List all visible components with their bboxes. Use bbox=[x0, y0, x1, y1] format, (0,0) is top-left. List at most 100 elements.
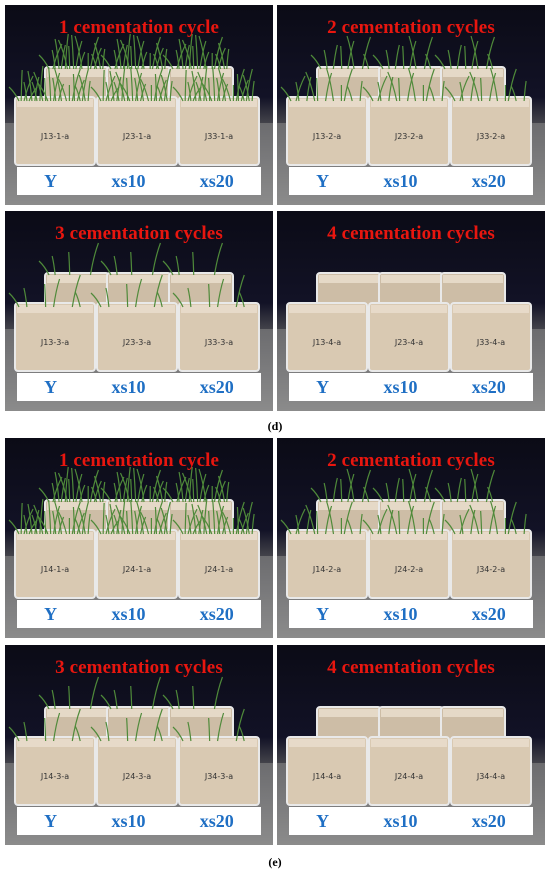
box-label: J14-3-a bbox=[40, 772, 69, 781]
sand-box: J13-1-a bbox=[14, 96, 96, 166]
sand-box: J23-4-a bbox=[368, 302, 450, 372]
box-label: J14-1-a bbox=[40, 565, 69, 574]
sand-box: J34-4-a bbox=[450, 736, 532, 806]
sample-labels: Y xs10 xs20 bbox=[289, 807, 533, 835]
sample-label: xs20 bbox=[199, 170, 234, 191]
grass bbox=[8, 65, 91, 102]
grass bbox=[162, 242, 224, 276]
sand-box: J14-2-a bbox=[286, 529, 368, 599]
grass bbox=[444, 500, 527, 535]
sample-label: xs20 bbox=[471, 170, 506, 191]
sample-label: xs10 bbox=[383, 603, 418, 624]
grass bbox=[362, 67, 445, 102]
sand-box: J34-3-a bbox=[178, 736, 260, 806]
sand-box: J13-4-a bbox=[286, 302, 368, 372]
figure-caption: (e) bbox=[268, 855, 282, 869]
grass bbox=[372, 35, 434, 70]
box-label: J14-2-a bbox=[312, 565, 341, 574]
box-label: J24-1-a bbox=[122, 565, 151, 574]
grass bbox=[162, 33, 230, 70]
box-label: J33-3-a bbox=[204, 338, 233, 347]
grass bbox=[8, 274, 81, 308]
box-label: J24-1-a bbox=[204, 565, 233, 574]
box-label: J13-1-a bbox=[40, 132, 69, 141]
sample-labels: Y xs10 xs20 bbox=[17, 600, 261, 628]
box-label: J23-1-a bbox=[122, 132, 151, 141]
sample-label: xs20 bbox=[199, 603, 234, 624]
grass bbox=[444, 67, 527, 102]
box-label: J33-1-a bbox=[204, 132, 233, 141]
sand-box: J23-2-a bbox=[368, 96, 450, 166]
sample-label: xs10 bbox=[383, 170, 418, 191]
sample-label: Y bbox=[316, 810, 330, 831]
box-label: J13-2-a bbox=[312, 132, 341, 141]
grass bbox=[8, 708, 81, 742]
sand-box: J24-3-a bbox=[96, 736, 178, 806]
sand-box: J24-1-a bbox=[96, 529, 178, 599]
sample-label: xs20 bbox=[471, 810, 506, 831]
grass bbox=[280, 500, 363, 535]
box-label: J13-4-a bbox=[312, 338, 341, 347]
box-label: J34-2-a bbox=[476, 565, 505, 574]
grass bbox=[8, 498, 91, 535]
sample-label: xs10 bbox=[111, 810, 146, 831]
grass bbox=[38, 242, 100, 276]
sand-box: J33-3-a bbox=[178, 302, 260, 372]
sample-labels: Y xs10 xs20 bbox=[289, 600, 533, 628]
box-label: J34-3-a bbox=[204, 772, 233, 781]
sample-label: xs10 bbox=[383, 376, 418, 397]
grass bbox=[100, 33, 168, 70]
grass bbox=[90, 708, 163, 742]
box-label: J23-2-a bbox=[394, 132, 423, 141]
grass bbox=[172, 498, 255, 535]
grass bbox=[434, 468, 496, 503]
sand-box: J13-2-a bbox=[286, 96, 368, 166]
grass bbox=[172, 65, 255, 102]
sample-label: Y bbox=[316, 170, 330, 191]
sample-label: xs20 bbox=[471, 603, 506, 624]
sample-label: Y bbox=[44, 170, 58, 191]
box-label: J33-4-a bbox=[476, 338, 505, 347]
grass bbox=[162, 466, 230, 503]
grass bbox=[90, 274, 163, 308]
panel-title: 4 cementation cycles bbox=[327, 223, 495, 244]
sample-labels: Y xs10 xs20 bbox=[17, 807, 261, 835]
grass bbox=[362, 500, 445, 535]
sample-label: Y bbox=[316, 603, 330, 624]
panel-title: 4 cementation cycles bbox=[327, 657, 495, 678]
sample-label: Y bbox=[44, 810, 58, 831]
box-label: J23-4-a bbox=[394, 338, 423, 347]
panel-d-2: J13-2-a J23-2-a J33-2-a 2 cementation cycl… bbox=[277, 5, 545, 205]
sample-labels: Y xs10 xs20 bbox=[289, 167, 533, 195]
grass bbox=[310, 35, 372, 70]
panel-title: 3 cementation cycles bbox=[55, 657, 223, 678]
sample-label: Y bbox=[316, 376, 330, 397]
sample-label: xs10 bbox=[111, 170, 146, 191]
sand-box: J34-2-a bbox=[450, 529, 532, 599]
sample-label: xs20 bbox=[199, 376, 234, 397]
sample-label: xs10 bbox=[383, 810, 418, 831]
photo-scene: J13-1-a J23-1-a J33-1-a bbox=[5, 33, 273, 205]
grass bbox=[100, 466, 168, 503]
sample-labels: Y xs10 xs20 bbox=[289, 373, 533, 401]
grass bbox=[310, 468, 372, 503]
sand-box: J14-3-a bbox=[14, 736, 96, 806]
sand-box: J13-3-a bbox=[14, 302, 96, 372]
box-label: J14-4-a bbox=[312, 772, 341, 781]
sample-label: xs20 bbox=[471, 376, 506, 397]
grass bbox=[434, 35, 496, 70]
grass bbox=[100, 676, 162, 710]
grass bbox=[172, 708, 245, 742]
box-label: J34-4-a bbox=[476, 772, 505, 781]
sand-box: J14-4-a bbox=[286, 736, 368, 806]
panel-title: 2 cementation cycles bbox=[327, 450, 495, 471]
sample-labels: Y xs10 xs20 bbox=[17, 167, 261, 195]
sand-box: J33-2-a bbox=[450, 96, 532, 166]
grass bbox=[372, 468, 434, 503]
sand-box: J14-1-a bbox=[14, 529, 96, 599]
panel-title: 2 cementation cycles bbox=[327, 17, 495, 38]
